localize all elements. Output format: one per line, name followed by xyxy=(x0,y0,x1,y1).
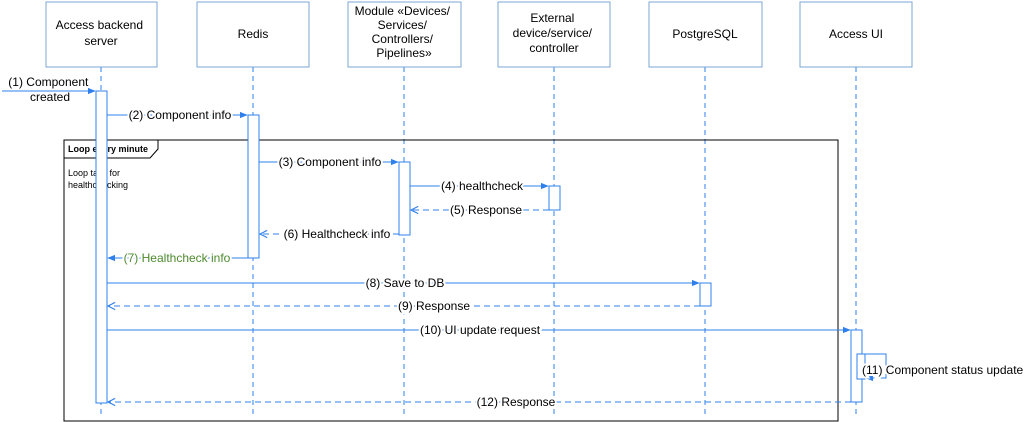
message-3-label: (3) Component info xyxy=(279,155,382,169)
activation-module xyxy=(398,161,411,236)
message-6-label: (6) Healthcheck info xyxy=(284,227,391,241)
svg-text:PostgreSQL: PostgreSQL xyxy=(672,27,738,41)
activations xyxy=(95,90,866,404)
messages: (1) Component created (2) Component info… xyxy=(2,74,1026,411)
message-11-label: (11) Component status update xyxy=(862,363,1024,377)
message-11-arrow xyxy=(862,353,887,382)
svg-text:Access UI: Access UI xyxy=(829,27,883,41)
loop-note-line-1: Loop task for xyxy=(68,168,120,178)
loop-title-tab xyxy=(63,139,159,159)
message-8-label: (8) Save to DB xyxy=(366,276,445,290)
participant-module-line-3: Controllers/ xyxy=(372,32,434,46)
participant-postgres-line-1: PostgreSQL xyxy=(672,27,738,41)
participant-external-line-3: controller xyxy=(529,41,578,55)
svg-text:Access backend server: Access backend server xyxy=(56,18,147,48)
participant-module-line-2: Services/ xyxy=(378,18,428,32)
message-5-label: (5) Response xyxy=(450,203,522,217)
message-4-label: (4) healthcheck xyxy=(441,179,524,193)
participant-external-line-2: device/service/ xyxy=(513,26,593,40)
activation-redis xyxy=(247,114,260,259)
participant-ui-line-1: Access UI xyxy=(829,27,883,41)
participant-ui: Access UI xyxy=(799,1,913,68)
participants: Access backend server Redis Module «Devi… xyxy=(45,1,913,68)
activation-external xyxy=(548,185,561,211)
participant-backend-line-1: Access backend xyxy=(56,18,143,32)
loop-frame xyxy=(63,139,839,422)
message-1-label-line-2: created xyxy=(30,90,70,104)
participant-external: External device/service/ controller xyxy=(497,1,611,68)
message-10-label: (10) UI update request xyxy=(420,323,541,337)
svg-text:(1) Component created: (1) Component created xyxy=(8,75,91,104)
message-1-label-line-1: (1) Component xyxy=(8,75,89,89)
activation-backend xyxy=(95,90,108,404)
svg-text:Module «Devices/ Servi: Module «Devices/ Services/ Controllers/ … xyxy=(355,4,454,60)
participant-redis-line-1: Redis xyxy=(238,27,269,41)
message-9-label: (9) Response xyxy=(398,299,470,313)
message-12-label: (12) Response xyxy=(477,395,556,409)
participant-module: Module «Devices/ Services/ Controllers/ … xyxy=(347,1,462,68)
message-2-label: (2) Component info xyxy=(129,108,232,122)
participant-module-line-4: Pipelines» xyxy=(376,46,432,60)
svg-text:External device/servic: External device/service/ controller xyxy=(513,11,596,55)
participant-backend: Access backend server xyxy=(45,1,158,68)
participant-external-line-1: External xyxy=(530,11,574,25)
activation-ui-nested xyxy=(856,353,866,380)
activation-postgres xyxy=(699,282,712,307)
participant-postgres: PostgreSQL xyxy=(648,1,763,68)
svg-text:Redis: Redis xyxy=(238,27,269,41)
participant-redis: Redis xyxy=(196,1,310,68)
message-7-label: (7) Healthcheck info xyxy=(124,251,231,265)
participant-module-line-1: Module «Devices/ xyxy=(355,4,451,18)
loop-title: Loop every minute xyxy=(68,144,148,154)
participant-backend-line-2: server xyxy=(84,34,117,48)
